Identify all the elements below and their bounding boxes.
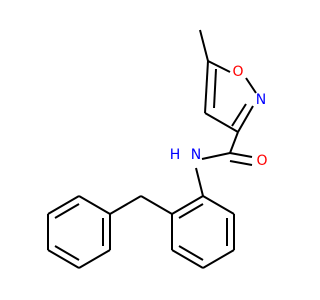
isoxazole-n-c3-double-bond [231, 103, 254, 133]
carbonyl-oxygen-label: O [256, 153, 267, 169]
ring-nitrogen-label: N [256, 92, 266, 108]
phenyl-ring-a [171, 195, 235, 269]
isoxazole-c5-o-bond [207, 60, 231, 73]
molecule-structure-diagram: O N H N O [47, 29, 268, 269]
isoxazole-o-n-bond [245, 77, 257, 94]
isoxazole-c4-c5-double-bond [204, 60, 217, 114]
c3-carbonyl-bond [229, 131, 239, 154]
benzyl-ch2-bonds [109, 195, 173, 215]
amide-hydrogen-label: H [170, 147, 181, 163]
carbonyl-amide-n-bond [201, 152, 231, 160]
amide-nitrogen-label: N [191, 147, 201, 163]
phenyl-ring-b [47, 195, 111, 269]
carbonyl-double-bond [229, 152, 253, 166]
ring-oxygen-label: O [232, 64, 243, 80]
methyl-bond [199, 29, 209, 62]
isoxazole-c3-c4-bond [204, 112, 239, 133]
amide-n-phenyl-bond [195, 167, 204, 197]
